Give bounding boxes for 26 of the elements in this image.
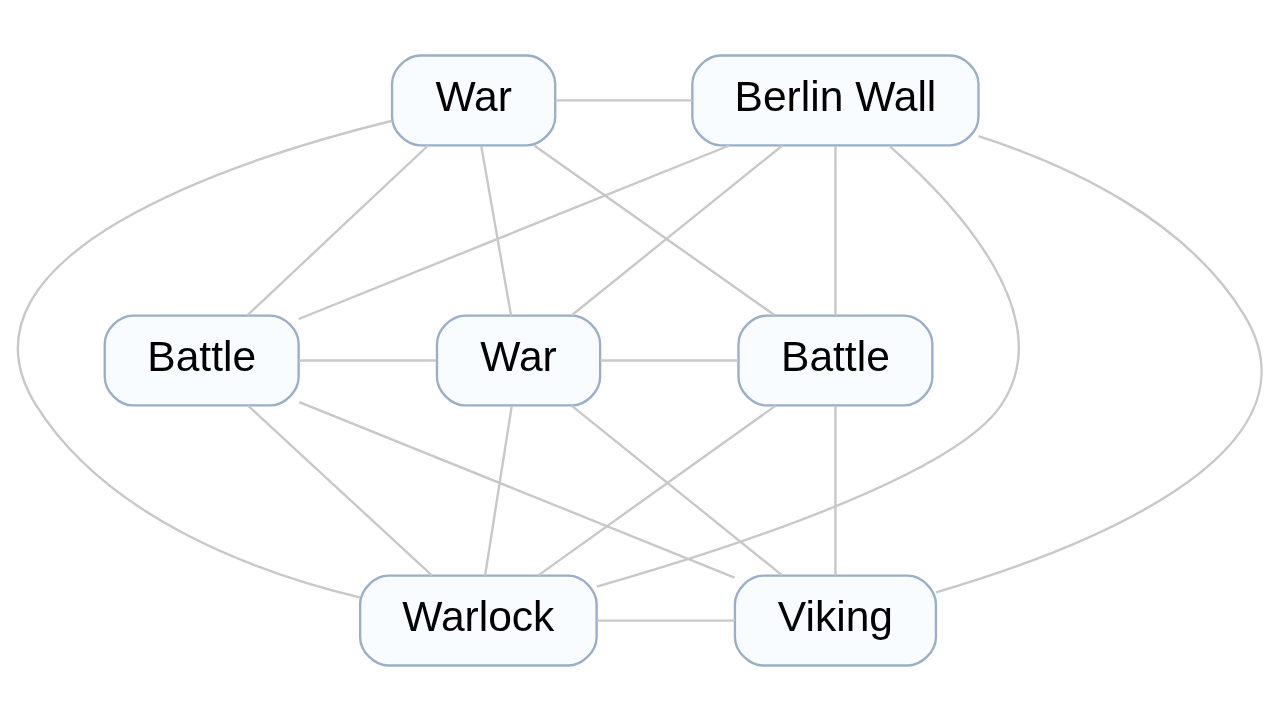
node-box: Warlock	[358, 574, 598, 667]
connector	[17, 119, 392, 599]
node-box: War	[435, 313, 602, 407]
connector	[935, 134, 1263, 593]
node-box: Battle	[103, 313, 300, 407]
connector	[596, 144, 1020, 588]
connector	[537, 404, 777, 576]
connector	[298, 143, 730, 320]
connector	[298, 400, 735, 579]
node-box: Viking	[733, 574, 938, 667]
connector	[570, 404, 783, 576]
connector	[834, 145, 837, 315]
connector	[533, 144, 776, 316]
connector	[555, 98, 693, 102]
node-box: Berlin Wall	[691, 53, 980, 146]
connector	[483, 405, 513, 576]
connector	[571, 144, 784, 316]
node-box: War	[390, 53, 557, 146]
node-box: Battle	[737, 313, 934, 407]
connector	[246, 144, 429, 316]
connector	[834, 405, 837, 576]
connector	[596, 618, 735, 622]
connector	[480, 145, 513, 316]
connector	[247, 404, 433, 576]
connector	[298, 358, 437, 362]
connector	[600, 358, 739, 362]
